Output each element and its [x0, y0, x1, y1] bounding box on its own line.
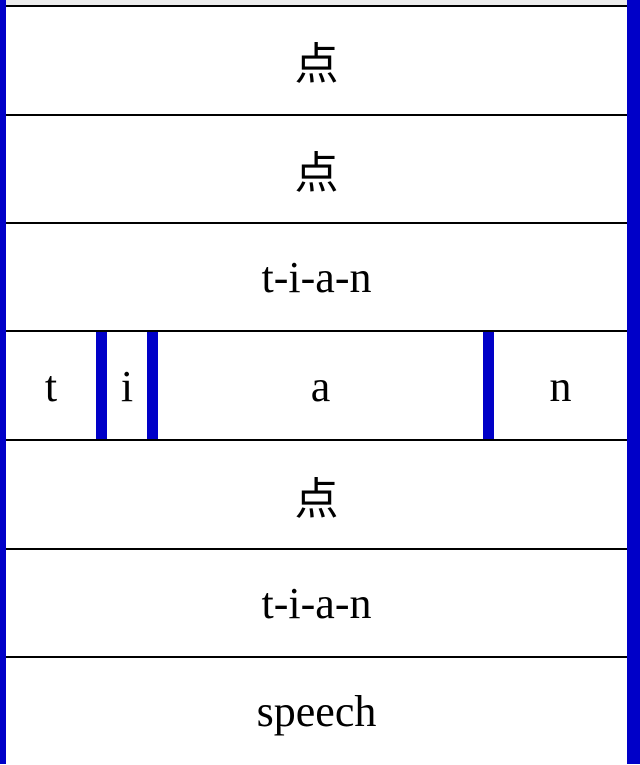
tier-label: speech: [256, 686, 377, 736]
tier-row-7: speech: [6, 657, 627, 765]
segment-n[interactable]: n: [494, 332, 627, 440]
tier-label: 点: [294, 40, 339, 89]
tier-row-1: 点: [6, 6, 627, 114]
tier-label: t-i-a-n: [261, 252, 372, 302]
left-boundary: [0, 0, 6, 764]
tier-separator: [0, 330, 640, 332]
tier-label: t-i-a-n: [261, 578, 372, 628]
top-strip: [0, 0, 640, 6]
tier-separator: [0, 656, 640, 658]
tier-separator: [0, 548, 640, 550]
right-boundary: [627, 0, 640, 764]
segment-boundary[interactable]: [147, 332, 158, 440]
segment-t[interactable]: t: [6, 332, 96, 440]
tier-separator: [0, 222, 640, 224]
tier-row-3: t-i-a-n: [6, 223, 627, 331]
segment-boundary[interactable]: [96, 332, 107, 440]
tier-row-2: 点: [6, 115, 627, 223]
tier-label: 点: [294, 475, 339, 524]
segment-label: a: [310, 361, 331, 411]
segment-label: i: [120, 361, 134, 411]
tier-row-5: 点: [6, 441, 627, 549]
tier-label: 点: [294, 149, 339, 198]
segment-i[interactable]: i: [107, 332, 147, 440]
segment-label: t: [44, 361, 58, 411]
segment-label: n: [549, 361, 572, 411]
tier-separator: [0, 114, 640, 116]
tier-separator: [0, 439, 640, 441]
tier-separator: [0, 5, 640, 7]
annotation-tiers: 点 点 t-i-a-n t i a n 点: [6, 6, 627, 764]
segment-tier-row: t i a n: [6, 332, 627, 440]
tier-row-6: t-i-a-n: [6, 549, 627, 657]
segment-boundary[interactable]: [483, 332, 494, 440]
segment-a[interactable]: a: [158, 332, 483, 440]
